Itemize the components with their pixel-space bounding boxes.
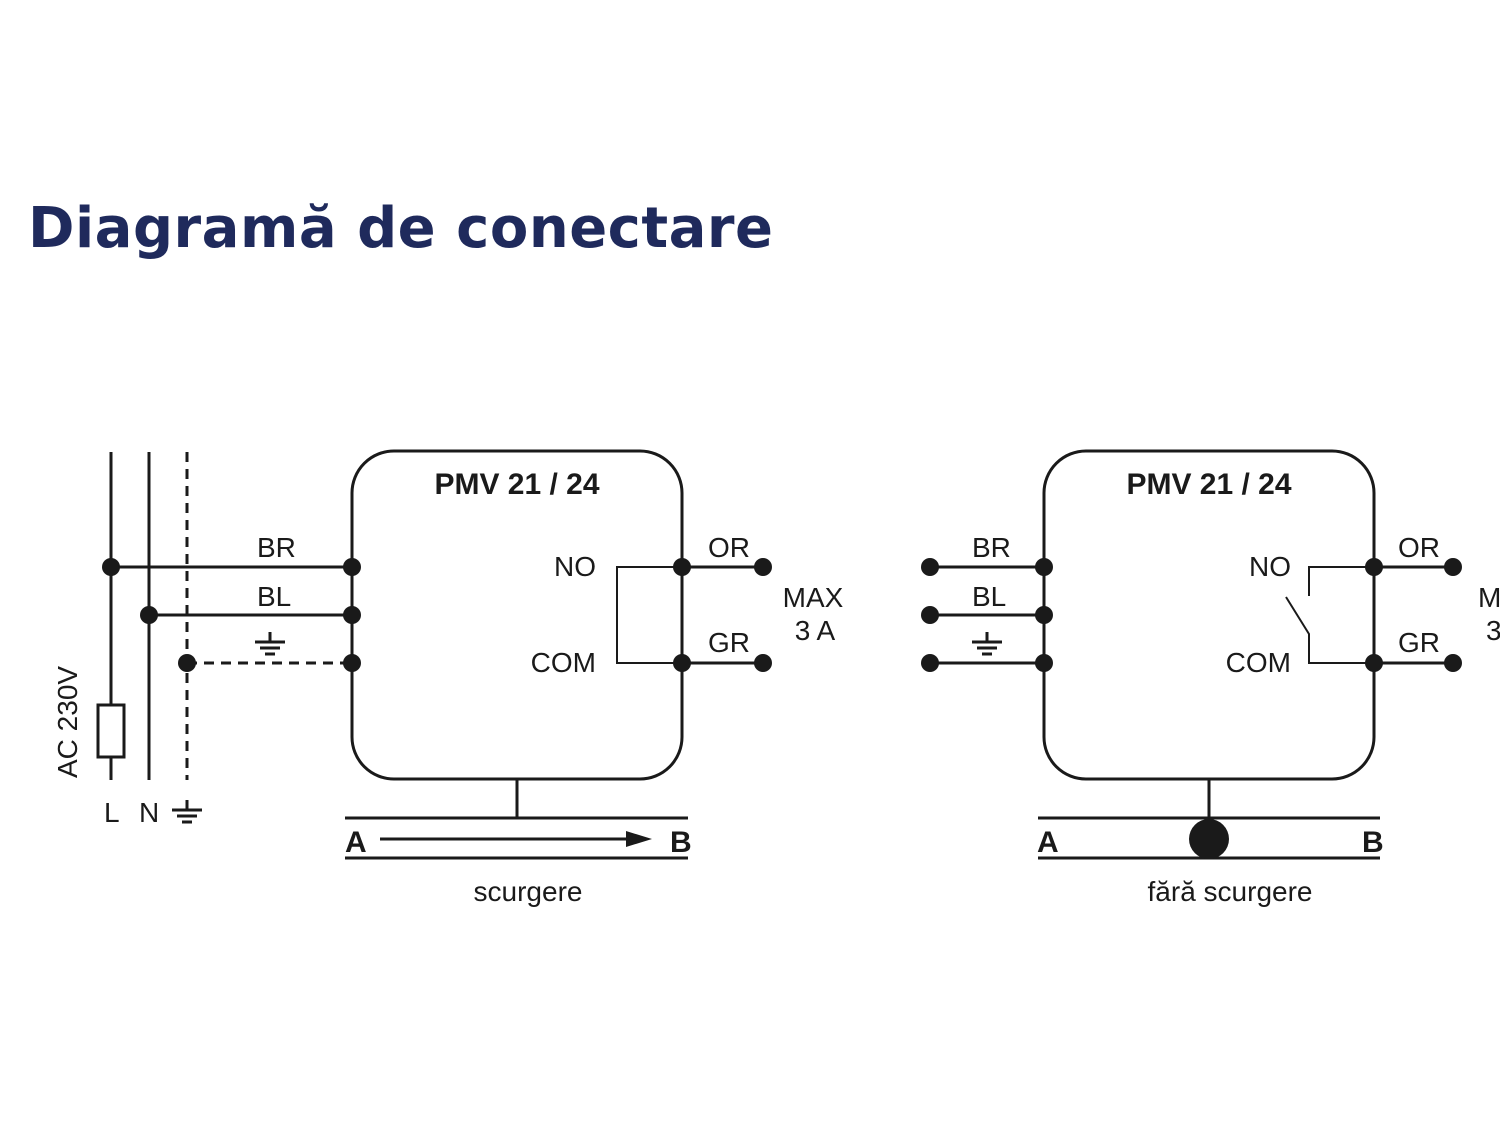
terminal-dot bbox=[1444, 558, 1462, 576]
terminal-dot bbox=[343, 558, 361, 576]
contact-closed bbox=[616, 566, 682, 664]
junction-dot bbox=[102, 558, 120, 576]
wire-br-label: BR bbox=[257, 532, 296, 563]
wire-gr-label: GR bbox=[708, 627, 750, 658]
ground-icon bbox=[172, 800, 202, 824]
page-title: Diagramă de conectare bbox=[28, 196, 774, 261]
wire-bl-label: BL bbox=[972, 581, 1006, 612]
port-b-label: B bbox=[670, 826, 692, 859]
contact-no-lead bbox=[1308, 566, 1374, 596]
terminal-l-label: L bbox=[104, 797, 120, 828]
wire-bl-label: BL bbox=[257, 581, 291, 612]
terminal-dot bbox=[1035, 558, 1053, 576]
contact-open-switch bbox=[1285, 596, 1374, 664]
ground-icon bbox=[255, 632, 285, 656]
terminal-dot bbox=[1035, 606, 1053, 624]
wire-or-label: OR bbox=[1398, 532, 1440, 563]
left-diagram: AC 230V L N BR BL PMV 21 / 24 NO bbox=[52, 449, 844, 907]
caption-no-flow: fără scurgere bbox=[1148, 876, 1313, 907]
wire-br-label: BR bbox=[972, 532, 1011, 563]
caption-flow: scurgere bbox=[474, 876, 583, 907]
terminal-dot bbox=[1444, 654, 1462, 672]
device-label: PMV 21 / 24 bbox=[434, 468, 599, 501]
terminal-dot bbox=[343, 654, 361, 672]
terminal-dot bbox=[754, 558, 772, 576]
load-current-label: 3 bbox=[1486, 615, 1500, 646]
terminal-dot bbox=[921, 654, 939, 672]
port-a-label: A bbox=[345, 826, 367, 859]
terminal-dot bbox=[921, 558, 939, 576]
port-a-label: A bbox=[1037, 826, 1059, 859]
valve-plug-icon bbox=[1189, 819, 1229, 859]
fuse-icon bbox=[96, 703, 126, 759]
junction-dot bbox=[178, 654, 196, 672]
terminal-dot bbox=[921, 606, 939, 624]
terminal-dot bbox=[1365, 558, 1383, 576]
terminal-n-label: N bbox=[139, 797, 159, 828]
wire-gr-label: GR bbox=[1398, 627, 1440, 658]
terminal-dot bbox=[1365, 654, 1383, 672]
wire-or-label: OR bbox=[708, 532, 750, 563]
terminal-dot bbox=[754, 654, 772, 672]
terminal-dot bbox=[673, 558, 691, 576]
terminal-dot bbox=[673, 654, 691, 672]
port-b-label: B bbox=[1362, 826, 1384, 859]
load-max-label: M bbox=[1478, 582, 1500, 613]
terminal-dot bbox=[1035, 654, 1053, 672]
device-label: PMV 21 / 24 bbox=[1126, 468, 1291, 501]
contact-no-label: NO bbox=[1249, 551, 1291, 582]
contact-com-label: COM bbox=[531, 647, 596, 678]
ground-icon bbox=[972, 632, 1002, 656]
load-max-label: MAX bbox=[783, 582, 844, 613]
load-current-label: 3 A bbox=[795, 615, 836, 646]
contact-com-label: COM bbox=[1226, 647, 1291, 678]
right-diagram: BR BL PMV 21 / 24 NO COM OR GR M 3 bbox=[921, 449, 1500, 907]
flow-arrow-icon bbox=[380, 831, 652, 847]
terminal-dot bbox=[343, 606, 361, 624]
junction-dot bbox=[140, 606, 158, 624]
supply-label: AC 230V bbox=[52, 666, 83, 778]
contact-no-label: NO bbox=[554, 551, 596, 582]
